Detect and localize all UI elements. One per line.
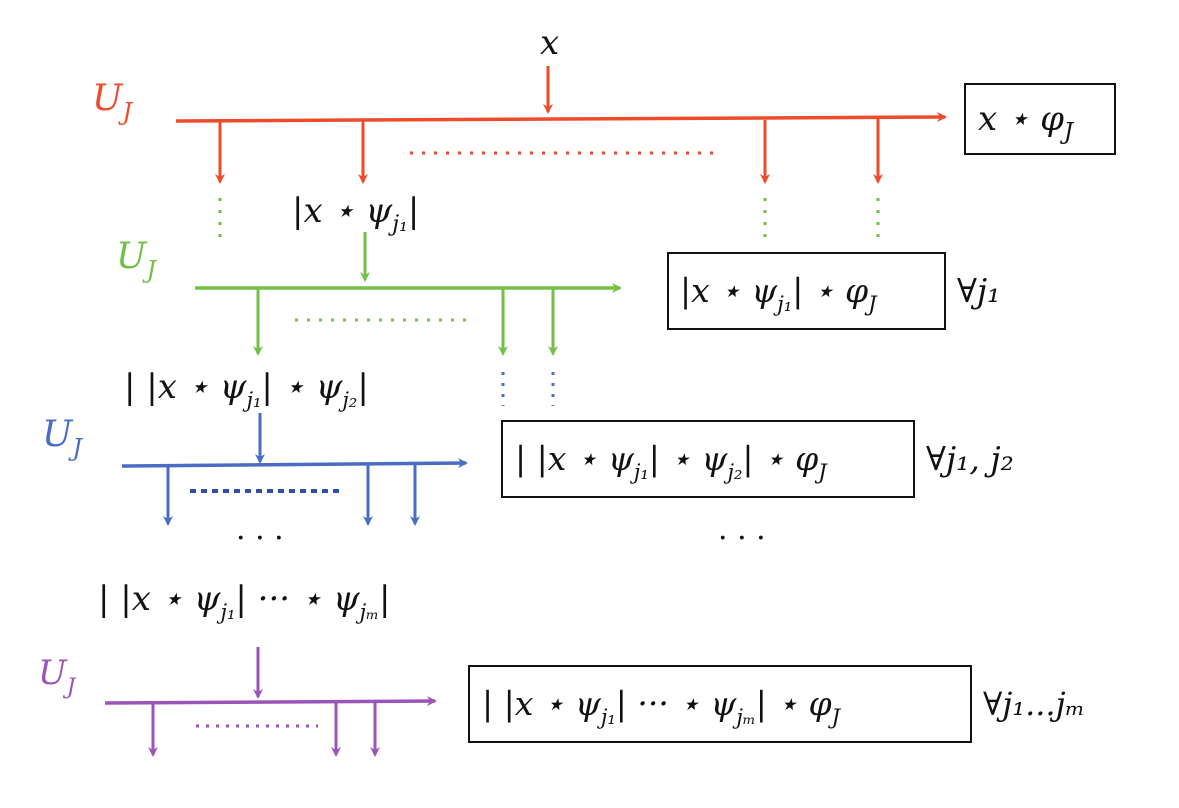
vertical-ellipsis-left: · · · (236, 521, 284, 556)
input-label-level-4: | |x ⋆ ψj₁| ··· ⋆ ψjₘ| (98, 579, 391, 624)
output-label-level-2: |x ⋆ ψj₁| ⋆ φJ (680, 271, 878, 316)
output-box-level-3 (501, 420, 915, 498)
propagation-line-level-4 (104, 696, 437, 707)
operator-u-level-3: UJ (42, 414, 83, 462)
input-label-level-2: |x ⋆ ψj₁| (292, 191, 419, 237)
output-label-level-1: x ⋆ φJ (978, 99, 1075, 145)
level-4: | |x ⋆ ψj₁| ··· ⋆ ψjₘ| UJ | |x ⋆ ψj₁| ··… (38, 579, 1085, 757)
output-box-level-1 (964, 83, 1116, 155)
output-label-level-4: | |x ⋆ ψj₁| ··· ⋆ ψjₘ| ⋆ φJ (482, 684, 842, 729)
quantifier-level-3: ∀j₁, j₂ (926, 439, 1014, 478)
level-1: x UJ x ⋆ φJ (92, 23, 1116, 184)
operator-u-level-1: UJ (92, 78, 133, 126)
propagation-line-level-3 (121, 458, 468, 469)
level-2: |x ⋆ ψj₁| UJ |x ⋆ ψj₁| ⋆ φJ ∀j₁ (116, 191, 1000, 356)
level-3: | |x ⋆ ψj₁| ⋆ ψj₂| UJ | |x ⋆ ψj₁| ⋆ ψj₂|… (42, 367, 1014, 526)
output-box-level-4 (468, 665, 972, 743)
input-label-level-3: | |x ⋆ ψj₁| ⋆ ψj₂| (124, 367, 369, 412)
quantifier-level-2: ∀j₁ (957, 271, 1000, 310)
vertical-ellipsis-right: · · · (718, 521, 766, 556)
propagation-line-level-1 (175, 112, 947, 123)
output-box-level-2 (667, 252, 946, 330)
quantifier-level-4: ∀j₁...jₘ (983, 685, 1085, 723)
operator-u-level-2: UJ (116, 236, 157, 284)
output-label-level-3: | |x ⋆ ψj₁| ⋆ ψj₂| ⋆ φJ (515, 439, 828, 484)
operator-u-level-4: UJ (38, 653, 77, 700)
input-x-label: x (540, 23, 559, 63)
